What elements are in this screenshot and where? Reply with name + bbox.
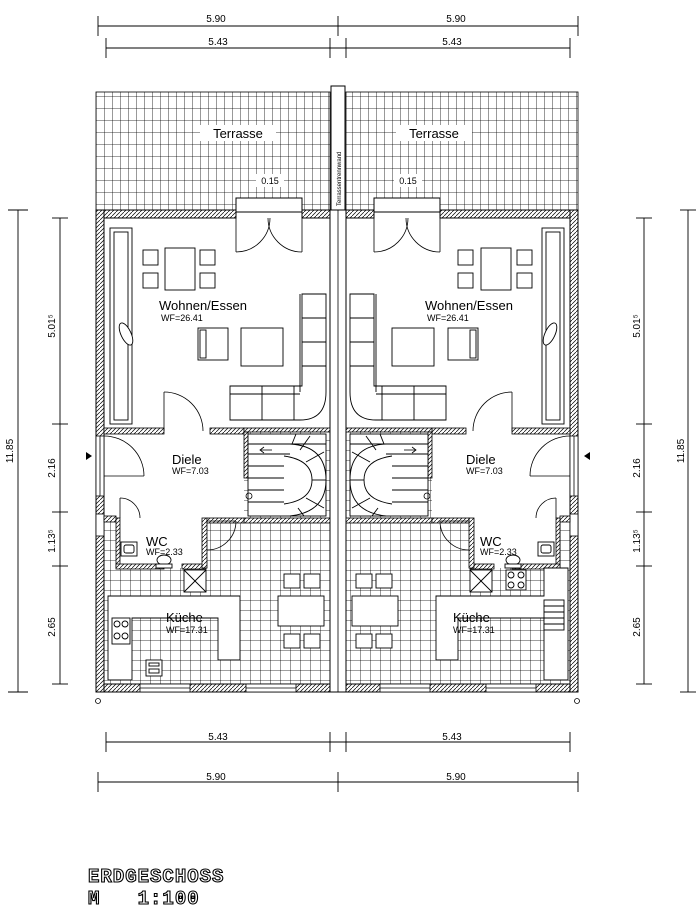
furniture-living-left — [109, 227, 327, 425]
terrace-right-deck — [345, 91, 579, 211]
dim-right-total: 11.85 — [676, 438, 687, 463]
left-dimension-total — [8, 209, 28, 693]
room-right-wc-area: WF=2.33 — [480, 547, 517, 557]
bottom-dimension-outer — [97, 772, 579, 792]
dim-bottom-inner-right: 5.43 — [442, 732, 462, 743]
terrace-left-deck — [95, 91, 331, 211]
dim-right-seg-1: 5.01⁵ — [632, 314, 643, 338]
room-right-kitchen-name: Küche — [453, 610, 490, 625]
room-right-hall-area: WF=7.03 — [466, 466, 503, 476]
plan-scale: M 1:100 — [87, 888, 200, 910]
dim-bottom-inner-left: 5.43 — [208, 732, 228, 743]
room-left-living-name: Wohnen/Essen — [159, 298, 247, 313]
dim-left-seg-4: 2.65 — [47, 617, 58, 637]
floor-lamp-right — [542, 322, 558, 346]
dim-right-seg-4: 2.65 — [632, 617, 643, 637]
title-block: ERDGESCHOSS M 1:100 — [87, 866, 225, 910]
room-left-kitchen-area: WF=17.31 — [166, 625, 208, 635]
dim-top-outer-left: 5.90 — [206, 14, 226, 25]
furniture-living-right — [349, 227, 565, 425]
right-dimension-total — [680, 209, 696, 693]
left-dimension-segments — [52, 217, 68, 685]
entrance-markers — [86, 452, 590, 460]
dim-right-seg-2: 2.16 — [632, 458, 643, 478]
plan-title: ERDGESCHOSS — [87, 866, 225, 888]
room-right-wc-name: WC — [480, 534, 502, 549]
dim-top-inner-left: 5.43 — [208, 37, 228, 48]
wc-fixtures-right — [504, 541, 555, 569]
terrace-right-offset: 0.15 — [399, 176, 417, 186]
top-dimension-outer — [97, 16, 579, 36]
dim-bottom-outer-left: 5.90 — [206, 772, 226, 783]
kitchen-right-furniture — [351, 567, 569, 681]
floor-lamp-left — [118, 322, 134, 346]
terrace-right-label: Terrasse — [409, 126, 459, 141]
room-right-living-area: WF=26.41 — [427, 313, 469, 323]
doors — [103, 217, 571, 551]
terrace-separator-label: Terrassentrennwand — [337, 152, 343, 206]
room-left-kitchen-name: Küche — [166, 610, 203, 625]
room-left-hall-name: Diele — [172, 452, 202, 467]
room-left-wc-area: WF=2.33 — [146, 547, 183, 557]
dim-right-seg-3: 1.13⁵ — [632, 529, 643, 553]
kitchen-left-furniture — [107, 569, 325, 681]
room-left-hall-area: WF=7.03 — [172, 466, 209, 476]
dim-left-seg-1: 5.01⁵ — [47, 314, 58, 338]
bottom-dimension-inner — [105, 732, 571, 752]
dim-top-outer-right: 5.90 — [446, 14, 466, 25]
interior-walls-right — [345, 427, 571, 570]
windows — [95, 435, 579, 693]
dim-left-seg-3: 1.13⁵ — [47, 529, 58, 553]
top-dimension-inner — [105, 38, 571, 58]
room-right-hall-name: Diele — [466, 452, 496, 467]
stair-arrows — [245, 446, 431, 500]
stair-left — [247, 433, 327, 517]
stair-right — [349, 433, 429, 517]
dim-left-total: 11.85 — [5, 438, 16, 463]
room-right-living-name: Wohnen/Essen — [425, 298, 513, 313]
room-right-kitchen-area: WF=17.31 — [453, 625, 495, 635]
wc-fixtures-left — [120, 541, 173, 569]
room-left-wc-name: WC — [146, 534, 168, 549]
dim-left-seg-2: 2.16 — [47, 458, 58, 478]
room-left-living-area: WF=26.41 — [161, 313, 203, 323]
dim-top-inner-right: 5.43 — [442, 37, 462, 48]
corner-markers — [95, 698, 580, 704]
dim-bottom-outer-right: 5.90 — [446, 772, 466, 783]
right-dimension-segments — [636, 217, 652, 685]
terrace-left-offset: 0.15 — [261, 176, 279, 186]
interior-walls-left — [103, 427, 331, 570]
terrace-left-label: Terrasse — [213, 126, 263, 141]
